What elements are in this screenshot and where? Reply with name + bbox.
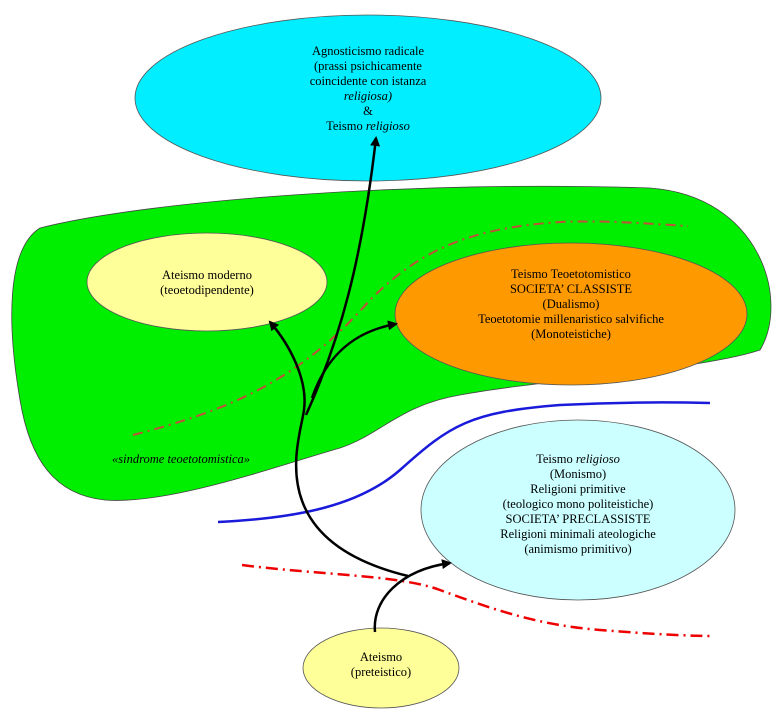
node-teismo-religioso [420, 419, 736, 601]
ateismo-preteistico-line1: Ateismo [359, 650, 403, 664]
agnosticism-line1: Agnosticismo radicale [311, 44, 425, 58]
teismo-religioso-line5: SOCIETA’ PRECLASSISTE [505, 512, 651, 526]
teismo-teoetotomistico-line4: Teoetotomie millenaristico salvifiche [478, 312, 664, 326]
teismo-religioso-line1-italic: religioso [575, 452, 620, 466]
teismo-religioso-line3: Religioni primitive [530, 482, 626, 496]
boundary-line-blue [217, 401, 711, 524]
ateismo-moderno-line1: Ateismo moderno [162, 268, 252, 282]
arrow-to-teismo-teoetotomistico [310, 320, 398, 399]
teismo-religioso-line4: (teologico mono politeistiche) [502, 497, 654, 511]
arrow-religioso-to-ateismo-moderno [268, 320, 409, 578]
agnosticism-line6: Teismo religioso [268, 119, 468, 134]
teismo-religioso-line7: (animismo primitivo) [524, 542, 632, 556]
ateismo-moderno-line2: (teoetodipendente) [160, 283, 254, 297]
teismo-teoetotomistico-line5: (Monoteistiche) [531, 327, 611, 341]
dash-dot-line-lower [241, 563, 713, 638]
dash-dot-line-upper [132, 220, 689, 436]
agnosticism-line2: (prassi psichicamente [314, 59, 422, 73]
label-teismo-teoetotomistico: Teismo Teoetotomistico SOCIETA’ CLASSIST… [441, 267, 701, 342]
agnosticism-line6-italic: religioso [365, 119, 410, 133]
teismo-religioso-line2: (Monismo) [549, 467, 607, 481]
label-ateismo-moderno: Ateismo moderno (teoetodipendente) [107, 268, 307, 298]
label-ateismo-preteistico: Ateismo (preteistico) [321, 650, 441, 680]
node-teismo-teoetotomistico [394, 242, 748, 386]
node-ateismo-preteistico [302, 627, 460, 709]
ateismo-preteistico-line2: (preteistico) [350, 665, 412, 679]
node-agnosticism [134, 14, 602, 182]
node-ateismo-moderno [86, 232, 328, 332]
arrow-to-agnosticism [304, 136, 381, 416]
teismo-teoetotomistico-line3: (Dualismo) [542, 297, 600, 311]
teismo-religioso-line6: Religioni minimali ateologiche [500, 527, 656, 541]
agnosticism-line3: coincidente con istanza [309, 74, 427, 88]
teismo-religioso-line1-prefix: Teismo [536, 452, 576, 466]
agnosticism-line6-prefix: Teismo [326, 119, 366, 133]
label-teismo-religioso: Teismo religioso (Monismo) Religioni pri… [448, 452, 708, 557]
arrow-preteistico-to-religioso [373, 559, 452, 633]
region-label: «sindrome teoetotomistica» [112, 452, 251, 466]
teismo-religioso-line1: Teismo religioso [448, 452, 708, 467]
teismo-teoetotomistico-line2: SOCIETA’ CLASSISTE [509, 282, 633, 296]
label-agnosticism: Agnosticismo radicale (prassi psichicame… [268, 44, 468, 134]
agnosticism-line5: & [363, 104, 373, 118]
teismo-teoetotomistico-line1: Teismo Teoetotomistico [511, 267, 631, 281]
agnosticism-line4: religiosa) [343, 89, 393, 103]
